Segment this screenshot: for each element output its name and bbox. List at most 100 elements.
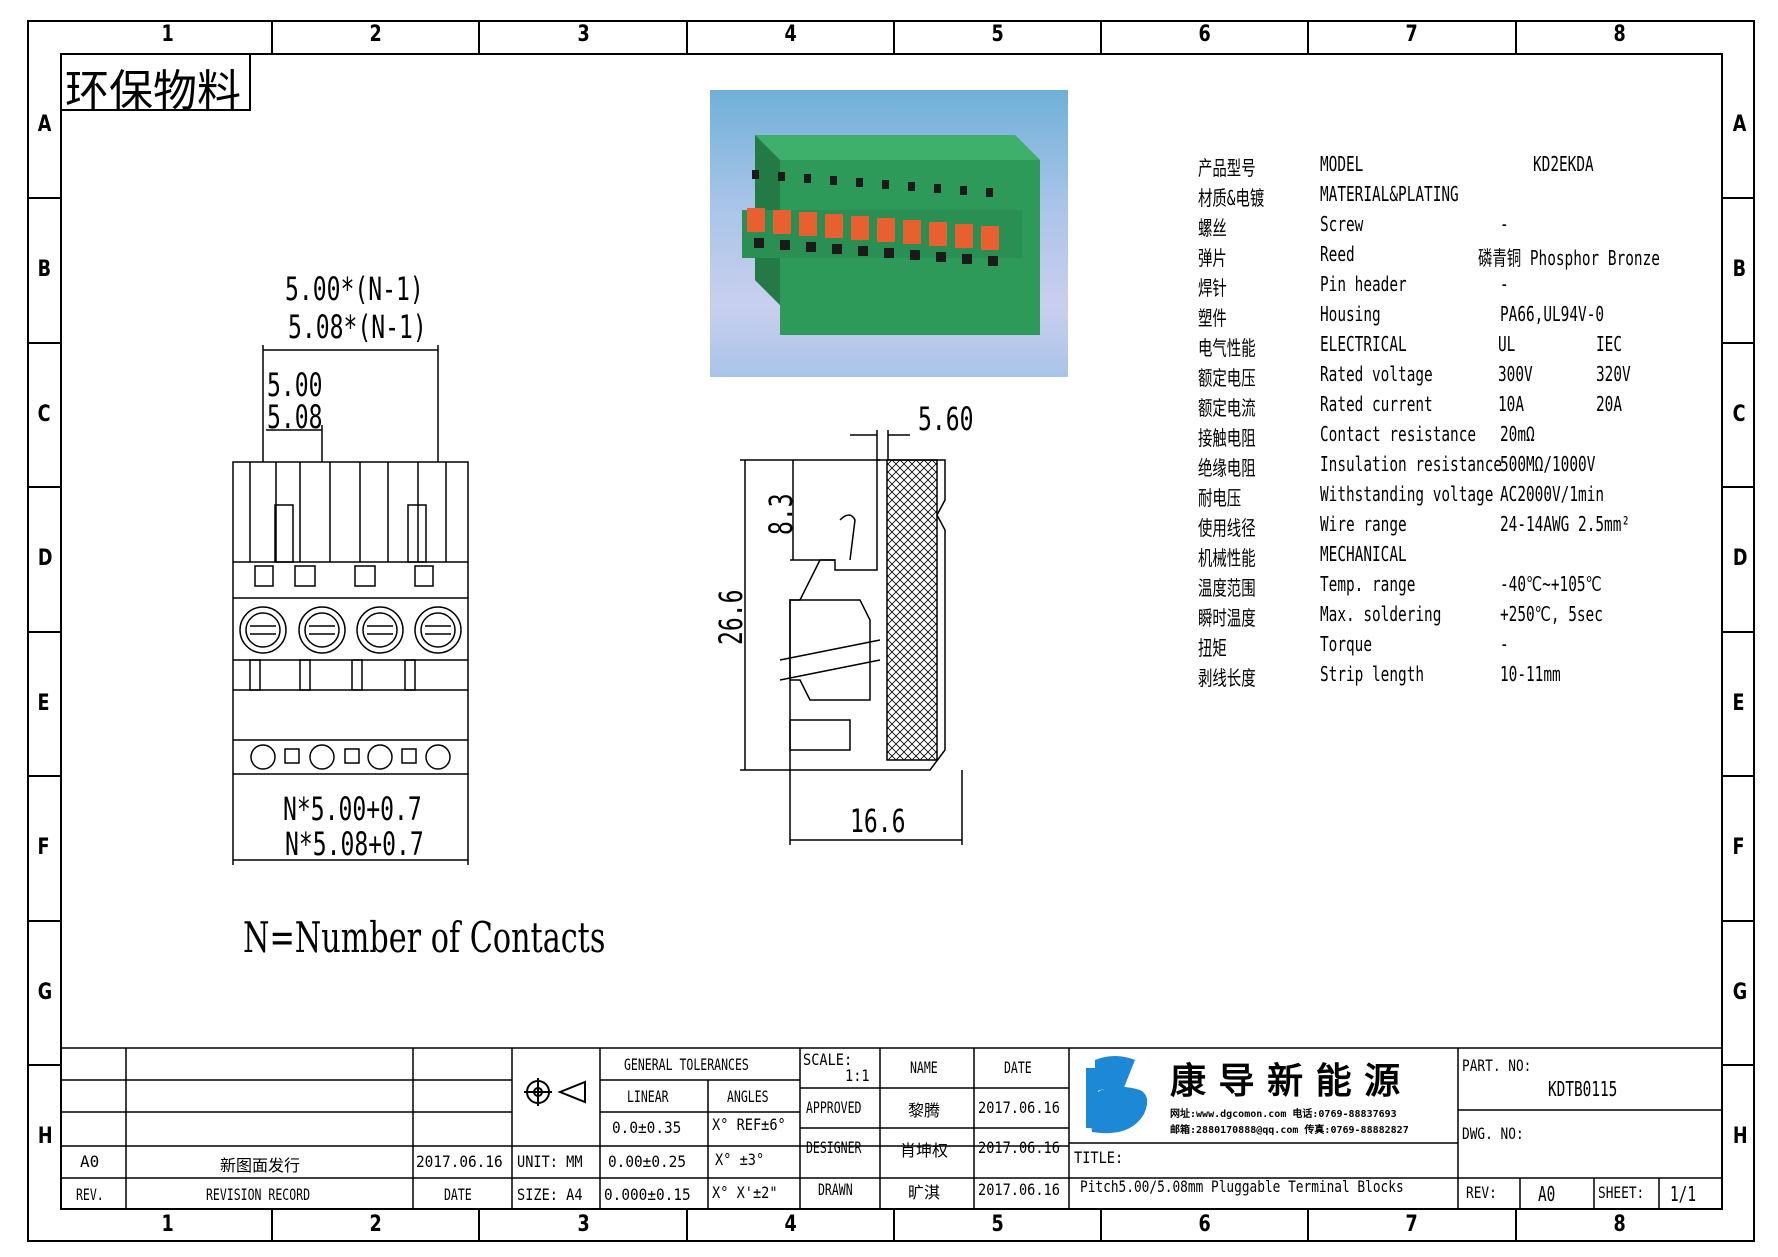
col-label: 2: [369, 1212, 382, 1237]
date-header: DATE: [444, 1185, 472, 1204]
designer-name: 肖坤权: [900, 1141, 949, 1160]
spec-value: AC2000V/1min: [1500, 482, 1605, 506]
col-label: 6: [1198, 22, 1211, 47]
spec-label-cn: 瞬时温度: [1198, 606, 1256, 630]
rev-date: 2017.06.16: [416, 1152, 503, 1171]
approved-label: APPROVED: [806, 1098, 862, 1117]
revision-record-header: REVISION RECORD: [206, 1185, 311, 1204]
contacts-note: N=Number of Contacts: [243, 913, 606, 962]
spec-value-alt: IEC: [1596, 332, 1623, 356]
spec-label-cn: 机械性能: [1198, 546, 1256, 570]
spec-label-en: Torque: [1320, 632, 1373, 656]
angles-header: ANGLES: [727, 1087, 769, 1106]
col-label: 5: [991, 22, 1004, 47]
eco-badge-text: 环保物料: [65, 66, 241, 117]
spec-label-cn: 弹片: [1198, 246, 1227, 270]
spec-label-en: Rated current: [1320, 392, 1433, 416]
spec-label-cn: 螺丝: [1198, 216, 1227, 240]
spec-label-en: Reed: [1320, 242, 1355, 266]
spec-label-cn: 额定电压: [1198, 366, 1256, 390]
spec-label-cn: 产品型号: [1198, 156, 1256, 180]
spec-label-en: Housing: [1320, 302, 1381, 326]
company-contact-line-1: 网址:www.dgcomon.com 电话:0769-88837693: [1170, 1109, 1397, 1120]
col-label: 3: [577, 1212, 590, 1237]
spec-value: -: [1500, 632, 1509, 656]
spec-value: -: [1500, 212, 1509, 236]
spec-value: 20mΩ: [1500, 422, 1535, 446]
spec-label-en: ELECTRICAL: [1320, 332, 1407, 356]
spec-label-en: Wire range: [1320, 512, 1407, 536]
row-label: H: [37, 1124, 53, 1149]
spec-label-cn: 额定电流: [1198, 396, 1256, 420]
spec-label-cn: 耐电压: [1198, 486, 1242, 510]
eco-badge: 环保物料: [60, 53, 251, 117]
row-label: F: [1732, 835, 1745, 860]
general-tolerances: GENERAL TOLERANCES: [624, 1055, 749, 1074]
spec-value: KD2EKDA: [1533, 152, 1594, 176]
spec-value: 磷青铜 Phosphor Bronze: [1478, 246, 1660, 270]
spec-label-en: Temp. range: [1320, 572, 1416, 596]
dim-depth: 16.6: [850, 802, 906, 840]
spec-label-cn: 使用线径: [1198, 516, 1256, 540]
col-label: 1: [161, 22, 174, 47]
designer-label: DESIGNER: [806, 1138, 862, 1157]
drawn-name: 旷淇: [908, 1183, 941, 1202]
linear-tol: 0.000±0.15: [604, 1185, 691, 1204]
drawn-date: 2017.06.16: [978, 1180, 1060, 1199]
dim-width-1: N*5.00+0.7: [283, 790, 422, 828]
approved-date: 2017.06.16: [978, 1098, 1060, 1117]
terminal-block-photo-icon: [742, 135, 1040, 335]
spec-label-en: Insulation resistance: [1320, 452, 1503, 476]
spec-value: 10A: [1498, 392, 1525, 416]
row-label: A: [37, 112, 52, 137]
spec-label-cn: 绝缘电阻: [1198, 456, 1256, 480]
title-label: TITLE:: [1074, 1148, 1124, 1167]
row-label: B: [1732, 257, 1747, 282]
rev-label: REV:: [1466, 1183, 1497, 1202]
col-label: 2: [369, 22, 382, 47]
spec-value: -40℃~+105℃: [1500, 572, 1602, 596]
col-label: 3: [577, 22, 590, 47]
row-label: H: [1732, 1124, 1748, 1149]
company-name: 康 导 新 能 源: [1170, 1061, 1401, 1102]
rev-header: REV.: [76, 1185, 104, 1204]
row-label: G: [37, 980, 53, 1005]
dim-total-1: 5.00*(N-1): [285, 270, 424, 308]
col-label: 5: [991, 1212, 1004, 1237]
name-header: NAME: [910, 1058, 938, 1077]
dim-top: 5.60: [918, 400, 974, 438]
spec-value: 10-11mm: [1500, 662, 1561, 686]
col-label: 1: [161, 1212, 174, 1237]
angle-tol: X° REF±6°: [712, 1115, 786, 1134]
spec-label-cn: 焊针: [1198, 276, 1227, 300]
angle-tol: X° ±3°: [715, 1150, 765, 1169]
spec-label-cn: 扭矩: [1198, 636, 1227, 660]
spec-value: +250℃, 5sec: [1500, 602, 1603, 626]
dim-pitch-2: 5.08: [267, 398, 323, 436]
row-label: C: [1732, 402, 1746, 427]
linear-header: LINEAR: [627, 1087, 669, 1106]
spec-label-cn: 塑件: [1198, 306, 1227, 330]
drawing-inner-frame: [60, 53, 1723, 1210]
rev-record: 新图面发行: [220, 1156, 301, 1175]
scale-label: SCALE:: [803, 1050, 853, 1069]
row-label: C: [37, 402, 51, 427]
date-header: DATE: [1004, 1058, 1032, 1077]
spec-value: UL: [1498, 332, 1516, 356]
angle-tol: X° X'±2": [712, 1183, 778, 1202]
linear-tol: 0.0±0.35: [612, 1118, 682, 1137]
spec-value-alt: 320V: [1596, 362, 1631, 386]
spec-value: -: [1500, 272, 1509, 296]
spec-label-en: MATERIAL&PLATING: [1320, 182, 1459, 206]
size-label: SIZE: A4: [517, 1185, 583, 1204]
spec-label-cn: 温度范围: [1198, 576, 1256, 600]
dwg-no-label: DWG. NO:: [1462, 1124, 1524, 1143]
col-label: 8: [1613, 1212, 1626, 1237]
spec-label-en: Rated voltage: [1320, 362, 1433, 386]
col-label: 7: [1405, 22, 1418, 47]
scale-value: 1:1: [845, 1066, 870, 1085]
sheet-value: 1/1: [1670, 1182, 1697, 1206]
